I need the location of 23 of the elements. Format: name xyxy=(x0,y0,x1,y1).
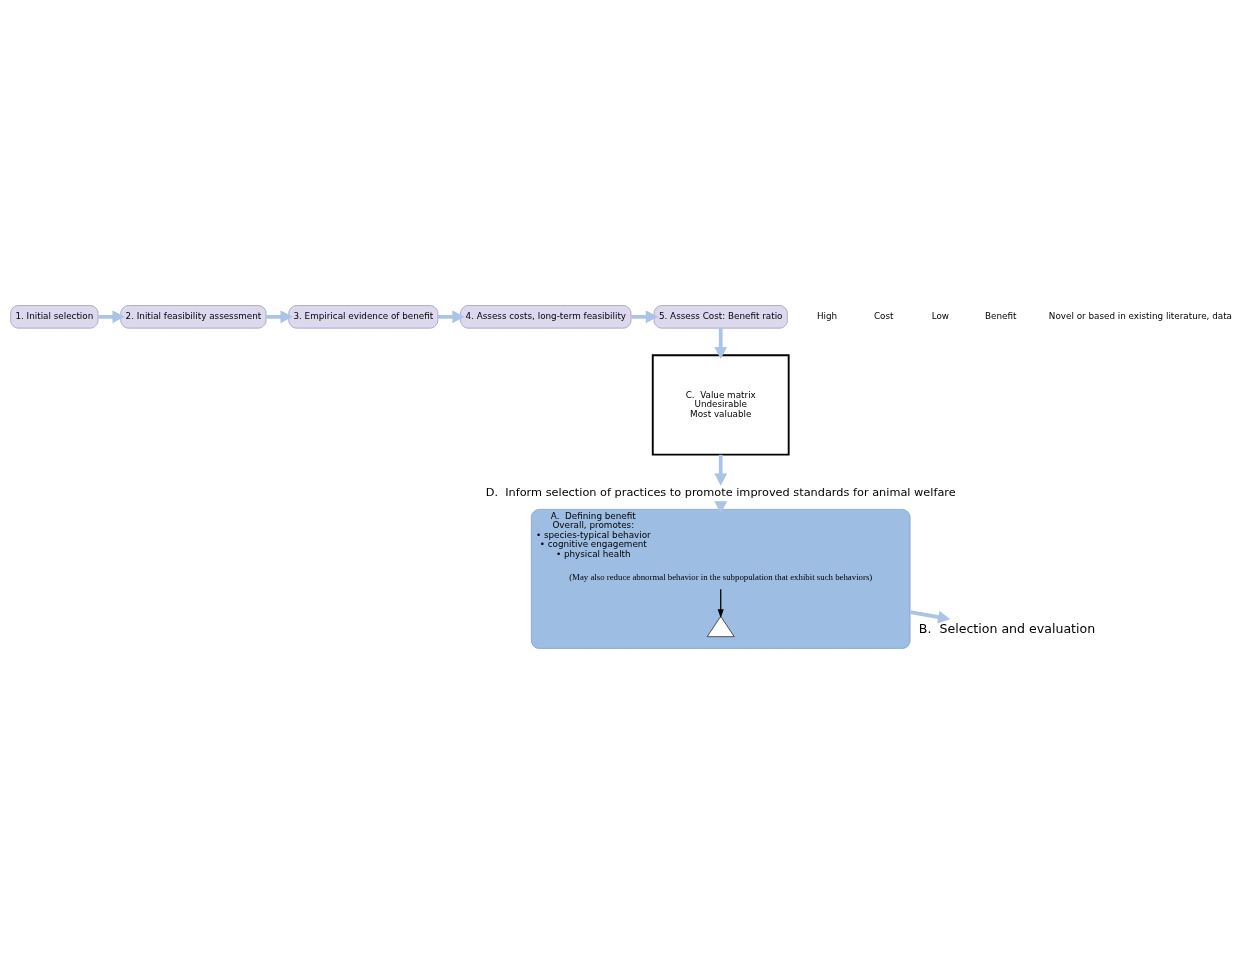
label: Cost xyxy=(873,311,894,322)
node-box: 4. Assess costs, long-term feasibility xyxy=(460,305,632,329)
arrow xyxy=(266,310,293,324)
arrow xyxy=(714,454,728,486)
label: High xyxy=(816,311,838,322)
arrow xyxy=(98,310,125,324)
arrow xyxy=(438,310,465,324)
label: Novel or based in existing literature, data xyxy=(1048,311,1232,322)
arrow xyxy=(631,310,658,324)
arrow xyxy=(714,328,728,360)
node-triangle xyxy=(706,616,735,637)
node-box: 3. Empirical evidence of benefit xyxy=(288,305,439,329)
node-text: (May also reduce abnormal behavior in the subpopulation that exhibit such behaviors) xyxy=(569,572,873,583)
label: Low xyxy=(931,311,949,322)
node-text: D. Inform selection of practices to promote improved standards for animal welfare xyxy=(485,484,956,499)
node-text: B. Selection and evaluation xyxy=(918,621,1096,637)
node-box: 2. Initial feasibility assessment xyxy=(120,305,267,329)
node-box: C. Value matrix Undesirable Most valuable xyxy=(651,354,790,456)
node-box: 5. Assess Cost: Benefit ratio xyxy=(653,305,788,329)
node-box: 1. Initial selection xyxy=(10,305,99,329)
arrow xyxy=(717,588,724,619)
label: Benefit xyxy=(985,311,1017,322)
arrow xyxy=(909,610,951,624)
